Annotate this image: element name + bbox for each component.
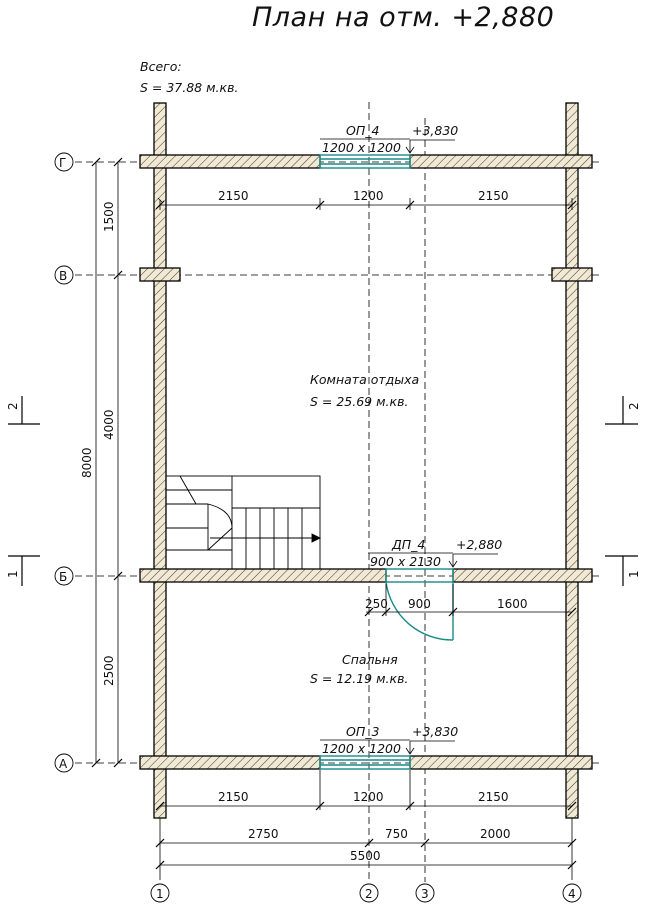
door-mark: ДП_4 900 x 2130 +2,880 — [368, 537, 502, 569]
dimension-lines — [91, 157, 577, 880]
dim-door-1: 250 — [365, 597, 388, 611]
wall-mid-right — [452, 568, 593, 583]
window-bottom-mark-label: ОП_3 — [346, 724, 379, 739]
wall-bottom-left — [139, 755, 321, 770]
room2-name: Спальня — [342, 652, 398, 667]
window-top-mark-label: ОП_4 — [346, 123, 379, 138]
door-mark-label: ДП_4 — [391, 537, 425, 552]
window-top — [319, 154, 411, 169]
dim-axis-3: 2000 — [480, 827, 511, 841]
dim-axis-1: 2750 — [248, 827, 279, 841]
plan-title: План на отм. +2,880 — [252, 2, 554, 33]
window-bottom-size: 1200 x 1200 — [322, 741, 401, 756]
window-top-level: +3,830 — [412, 123, 458, 138]
room1-area: S = 25.69 м.кв. — [310, 394, 408, 409]
dim-bottom-3: 2150 — [478, 790, 509, 804]
dim-top-1: 2150 — [218, 189, 249, 203]
dim-vert-1: 1500 — [102, 201, 116, 232]
wall-top-right — [409, 154, 593, 169]
room2-area: S = 12.19 м.кв. — [310, 671, 408, 686]
walls — [139, 102, 593, 819]
window-bottom-mark: ОП_3 1200 x 1200 +3,830 — [320, 724, 458, 756]
dim-top-2: 1200 — [353, 189, 384, 203]
axis-1: 1 — [156, 887, 164, 901]
dim-vert-3: 2500 — [102, 655, 116, 686]
grid-axes — [75, 102, 600, 882]
wall-stub-left — [139, 267, 181, 282]
section-marks — [8, 396, 638, 586]
wall-stub-right — [551, 267, 593, 282]
room1-name: Комната отдыха — [310, 372, 419, 387]
axis-bubbles-numbers: 1 2 3 4 — [150, 883, 582, 903]
wall-right — [565, 102, 579, 819]
section-1-right: 1 — [627, 570, 641, 578]
dim-top-3: 2150 — [478, 189, 509, 203]
dim-door-2: 900 — [408, 597, 431, 611]
axis-bubbles-letters: Г В Б А — [54, 152, 74, 773]
section-2-left: 2 — [6, 402, 20, 410]
window-top-mark: ОП_4 1200 x 1200 +3,830 — [320, 123, 458, 155]
axis-V: В — [59, 269, 67, 283]
total-label: Всего: — [140, 59, 182, 74]
axis-2: 2 — [365, 887, 373, 901]
wall-bottom-right — [409, 755, 593, 770]
staircase — [165, 475, 322, 570]
dim-bottom-2: 1200 — [353, 790, 384, 804]
window-bottom-level: +3,830 — [412, 724, 458, 739]
dim-door-3: 1600 — [497, 597, 528, 611]
wall-top-left — [139, 154, 321, 169]
axis-4: 4 — [568, 887, 576, 901]
dim-axis-2: 750 — [385, 827, 408, 841]
dim-vert-2: 4000 — [102, 409, 116, 440]
wall-left — [153, 102, 167, 819]
axis-G: Г — [59, 156, 66, 170]
dim-overall: 5500 — [350, 849, 381, 863]
axis-3: 3 — [421, 887, 429, 901]
wall-mid-left — [139, 568, 387, 583]
axis-B: Б — [59, 570, 67, 584]
total-area: S = 37.88 м.кв. — [140, 80, 238, 95]
section-2-right: 2 — [627, 402, 641, 410]
dim-bottom-1: 2150 — [218, 790, 249, 804]
section-1-left: 1 — [6, 570, 20, 578]
axis-A: А — [59, 757, 68, 771]
door-level: +2,880 — [456, 537, 502, 552]
window-top-size: 1200 x 1200 — [322, 140, 401, 155]
window-bottom — [319, 755, 411, 770]
dim-vert-overall: 8000 — [80, 447, 94, 478]
door-size: 900 x 2130 — [370, 554, 441, 569]
